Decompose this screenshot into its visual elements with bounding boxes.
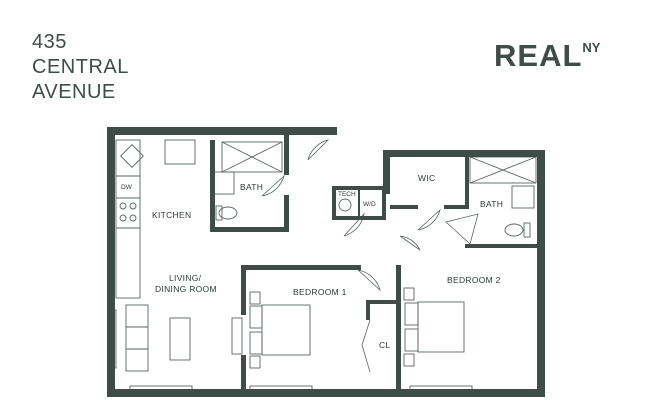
wall-bottom [107,389,545,397]
bath1-toilet-tank [215,205,223,221]
bedroom2-bed [417,301,465,353]
walls [107,127,545,397]
wall-bedroom1-top [241,265,361,270]
wall-wic-bottom [390,205,418,209]
bedroom1-nightstand [249,291,261,305]
bath1-toilet [218,206,238,220]
kitchen-upper-counter [164,139,196,165]
address-number: 435 [32,31,67,53]
bath2-toilet [504,223,524,237]
stove-burner [119,214,127,222]
kitchen-counter [115,227,141,299]
door-swings [261,139,479,373]
wall-tech-right [382,186,386,220]
label-wd: W/D [363,201,376,208]
wall-bath1-right [284,135,289,175]
stove-burner [129,202,137,210]
bedroom1-bed [261,304,311,356]
hall-door [399,235,421,251]
wall-bedroom-divider [396,265,401,397]
label-bath1: BATH [240,182,263,192]
wall-tech-divider [358,190,360,216]
label-kitchen: KITCHEN [152,210,191,220]
bath1-shower-drain-line [221,141,283,173]
wall-top-right [383,150,545,157]
wall-bath2-bottom [465,244,541,248]
wall-bedroom1-left-lower [241,355,246,397]
bath1-shower [221,141,283,173]
wall-top-left [107,127,337,135]
bath2-door [445,213,479,245]
wall-wic-bottom-right [444,205,469,209]
wic-door [417,208,441,231]
stove [115,197,141,229]
wall-tech-top [332,186,386,190]
label-wic: WIC [418,173,435,183]
bedroom1-door [357,269,381,292]
label-bedroom1: BEDROOM 1 [293,287,347,297]
wall-closet-top [366,300,398,304]
label-dishwasher: DW [121,184,133,191]
wall-bath1-right-lower [284,195,289,232]
bath2-vanity [511,185,535,209]
address-street: CENTRAL [32,56,129,78]
bedroom2-pillow [404,328,419,352]
bath2-shower-drain-line [469,156,537,184]
wall-right [537,150,545,397]
building-address: 435 CENTRAL AVENUE [32,30,152,105]
bath2-toilet-tank [523,222,531,238]
brand-logo-super: NY [582,40,601,55]
bedroom2-nightstand [403,287,415,301]
label-living-line2: DINING ROOM [155,284,217,294]
label-bath2: BATH [480,199,503,209]
bedroom2-pillow [404,302,419,326]
wall-left [107,127,115,397]
wall-bath1-left [210,140,215,232]
wall-wic-left [383,150,390,194]
kitchen-sink-counter [115,139,141,177]
bedroom1-pillow [249,305,263,329]
water-heater [338,198,352,212]
brand-logo-main: REAL [494,38,583,73]
bath1-vanity [213,171,235,195]
kitchen-sink [120,144,144,168]
tv-console [231,317,243,355]
wall-closet-left [366,300,370,320]
address-suffix: AVENUE [32,81,116,103]
label-living-line1: LIVING/ [169,273,202,283]
entry-door [307,139,330,161]
stove-burner [129,214,137,222]
wall-tech-left [332,186,336,220]
label-closet: CL [379,340,390,350]
brand-logo: REALNY [494,38,600,74]
bedroom1-nightstand [249,355,261,369]
wall-wic-right [465,155,469,209]
label-bedroom2: BEDROOM 2 [447,275,501,285]
wall-bedroom1-left-upper [241,265,246,315]
coffee-table [169,317,191,361]
label-tech: TECH [338,191,356,198]
closet-doors [361,319,371,373]
bedroom1-pillow [249,331,263,355]
bath1-door [261,174,285,197]
bedroom2-nightstand [403,353,415,367]
wall-tech-bottom [332,216,386,220]
wall-bath1-bottom [210,227,288,232]
tech-door [343,212,365,237]
stove-burner [119,202,127,210]
sofa [125,304,149,372]
